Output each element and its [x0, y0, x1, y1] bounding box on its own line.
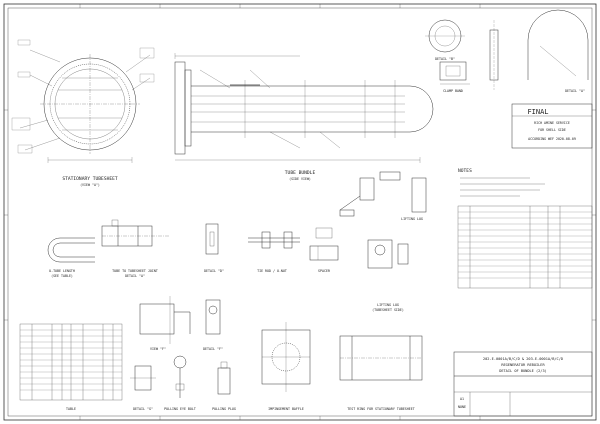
table-title: TABLE [66, 407, 76, 411]
lifting-lug-subtitle: (TUBESHEET SIDE) [372, 308, 404, 312]
title-block-frame [453, 351, 593, 417]
lifting-lug-view [367, 239, 409, 269]
detail-d-title: DETAIL "D" [204, 269, 224, 273]
title-block-sheet-size: A1 [460, 397, 464, 401]
tube-bundle-title: TUBE BUNDLE [285, 170, 316, 176]
detail-d-view [205, 223, 219, 255]
lifting-lug-title: LIFTING LUG [377, 303, 399, 307]
detail-g-title: DETAIL "G" [133, 407, 153, 411]
pulling-plug-drawing [217, 361, 231, 395]
tie-rod-view [248, 231, 300, 249]
test-ring-drawing [339, 335, 423, 381]
spacer-view [309, 227, 339, 261]
detail-a-section [527, 9, 589, 80]
final-stamp-label: FINAL [527, 108, 548, 116]
stationary-tubesheet-title: STATIONARY TUBESHEET [62, 176, 118, 182]
u-tube-length-title: U-TUBE LENGTH [49, 269, 75, 273]
lifting-lug-top-title: LIFTING LUG [401, 217, 423, 221]
clamp-band-view [439, 61, 470, 85]
title-block-line-2: REGENERATOR REBOILER [501, 363, 545, 367]
notes-text-lines [460, 177, 545, 197]
impingement-baffle-drawing [261, 322, 311, 392]
clamp-band-title: CLAMP BAND [443, 89, 463, 93]
detail-f-drawing [205, 299, 221, 335]
tube-bundle-subtitle: (SIDE VIEW) [289, 177, 311, 181]
notes-heading: NOTES [458, 168, 472, 174]
title-block-line-3: DETAIL OF BUNDLE (2/3) [499, 369, 547, 373]
parts-list-table [457, 205, 593, 289]
tube-to-tubesheet-title: TUBE TO TUBESHEET JOINT [112, 269, 158, 273]
tube-to-tubesheet-subtitle: DETAIL "A" [125, 274, 145, 278]
title-block-scale: NONE [458, 405, 466, 409]
u-tube-table [19, 323, 123, 401]
tube-to-tubesheet-view [101, 219, 170, 247]
tube-bundle-view [174, 53, 434, 163]
detail-g-drawing [130, 365, 156, 391]
pulling-plug-title: PULLING PLUG [212, 407, 236, 411]
detail-a-title: DETAIL "A" [565, 89, 585, 93]
title-block-line-1: 202-E-0001A/B/C/D & 203-E-0001A/B/C/D [483, 357, 563, 361]
stamp-line-3: ACCORDING WEF 2020-08-09 [528, 137, 576, 141]
detail-b-title: DETAIL "B" [435, 57, 455, 61]
lifting-lug-top-view [339, 171, 427, 217]
tie-rod-title: TIE ROD / U-NUT [257, 269, 287, 273]
test-ring-title: TEST RING FOR STATIONARY TUBESHEET [347, 407, 415, 411]
impingement-baffle-title: IMPINGEMENT BAFFLE [268, 407, 304, 411]
stationary-tubesheet-subtitle: (VIEW "A") [80, 183, 100, 187]
detail-a-view [425, 19, 499, 90]
final-stamp-box [511, 103, 593, 149]
pulling-eye-bolt-drawing [173, 355, 187, 398]
u-tube-length-subtitle: (SEE TABLE) [51, 274, 73, 278]
stamp-line-1: RICH AMINE SERVICE [534, 121, 570, 125]
spacer-title: SPACER [318, 269, 330, 273]
u-tube-length-view [47, 237, 95, 263]
detail-f-title: DETAIL "F" [203, 347, 223, 351]
pulling-eye-bolt-title: PULLING EYE BOLT [164, 407, 196, 411]
stationary-tubesheet-view [11, 39, 155, 163]
view-f-drawing [139, 296, 191, 344]
view-f-title: VIEW "F" [150, 347, 166, 351]
stamp-line-2: FOR SHELL SIDE [538, 128, 566, 132]
